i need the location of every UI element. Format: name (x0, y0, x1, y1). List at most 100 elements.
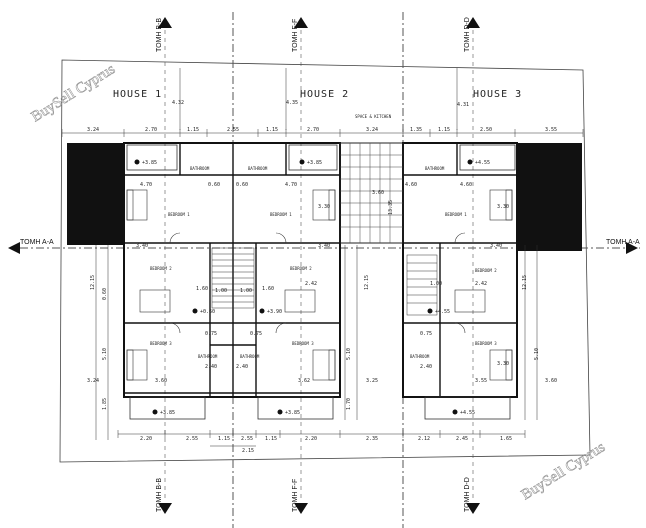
adjacent-block-right (518, 143, 582, 251)
dim-bot-0: 2.20 (140, 436, 152, 442)
dim-side-3-60: 3.60 (545, 378, 557, 384)
houses-1-2-outline (123, 142, 341, 398)
dim-bot-9: 1.65 (500, 436, 512, 442)
room-h2-bedroom-1: BEDROOM 1 (270, 212, 292, 217)
section-label-ff-bottom: TOMH F-F (292, 479, 299, 512)
level-h2-mid: +3.90 (267, 309, 282, 315)
dim-top-1: 2.70 (145, 127, 157, 133)
dim-top-4: 1.15 (266, 127, 278, 133)
dim-top-0: 3.24 (87, 127, 99, 133)
section-label-ff-top: TOMH F-F (292, 19, 299, 52)
top-dimension-ticks (61, 129, 584, 137)
dim-top-3: 2.55 (227, 127, 239, 133)
section-marker-ff-top (294, 17, 308, 28)
dim-mid-1-00a: 1.00 (215, 288, 227, 294)
dim-vert-5-10a: 5.10 (102, 348, 108, 360)
dim-mid-1-00b: 1.00 (240, 288, 252, 294)
dim-top-10: 3.55 (545, 127, 557, 133)
room-h2-bathroom-top: BATHROOM (248, 166, 268, 171)
dim-top-9: 2.50 (480, 127, 492, 133)
section-label-bb-top: TOMH B-B (156, 18, 163, 52)
dim-bot-5: 2.20 (305, 436, 317, 442)
room-h3-bathroom-top: BATHROOM (425, 166, 445, 171)
dim-bed3-3-62: 3.62 (298, 378, 310, 384)
dim-h3-3-30b: 3.30 (497, 361, 509, 367)
beds (126, 189, 513, 381)
doors (169, 232, 466, 334)
room-h3-bathroom: BATHROOM (410, 354, 430, 359)
h1-width: 4.32 (172, 100, 184, 106)
dim-bot-total: 2.15 (242, 448, 254, 454)
level-h3-bot: +4.55 (460, 410, 475, 416)
dim-vert-13-35: 13.35 (388, 200, 394, 215)
section-label-aa-right: TOMH A-A (606, 239, 640, 246)
dim-gap-a: 0.60 (208, 182, 220, 188)
level-h3-mid: +4.55 (435, 309, 450, 315)
room-h1-bathroom: BATHROOM (198, 354, 218, 359)
dim-bed1-w3: 4.60 (405, 182, 417, 188)
dim-vert-1-70: 1.70 (346, 398, 352, 410)
dim-bath-2-40c: 2.40 (420, 364, 432, 370)
stairs (211, 247, 438, 316)
dim-vert-12-15a: 12.15 (90, 275, 96, 290)
dim-top-2: 1.15 (187, 127, 199, 133)
room-h2-bedroom-2: BEDROOM 2 (290, 266, 312, 271)
dim-bed3-3-60: 3.60 (155, 378, 167, 384)
section-marker-aa-left (8, 242, 20, 254)
level-marks (134, 159, 473, 415)
room-h1-bedroom-3: BEDROOM 3 (150, 341, 172, 346)
side-dimension-lines (95, 245, 538, 440)
section-marker-dd-top (466, 17, 480, 28)
dim-h3-2-42: 2.42 (475, 281, 487, 287)
dim-bot-4: 1.15 (265, 436, 277, 442)
section-label-dd-top: TOMH D-D (464, 17, 471, 52)
house-1-title: HOUSE 1 (113, 89, 162, 100)
room-h3-bedroom-2: BEDROOM 2 (475, 268, 497, 273)
dim-h2-2-42: 2.42 (305, 281, 317, 287)
dim-bot-2: 1.15 (218, 436, 230, 442)
dim-vert-12-15b: 12.15 (364, 275, 370, 290)
dim-vert-5-10b: 5.10 (346, 348, 352, 360)
roof-note: SPACE & KITCHEN (355, 114, 392, 119)
balconies (126, 144, 516, 420)
room-h3-bedroom-1: BEDROOM 1 (445, 212, 467, 217)
dim-h1-3-40: 3.40 (136, 243, 148, 249)
dim-bot-8: 2.45 (456, 436, 468, 442)
dim-wc-0-75c: 0.75 (420, 331, 432, 337)
dim-gap-b: 0.60 (236, 182, 248, 188)
dim-bath-2-40b: 2.40 (236, 364, 248, 370)
dim-h3-3-60: 3.60 (372, 190, 384, 196)
room-h1-bedroom-2: BEDROOM 2 (150, 266, 172, 271)
room-h1-bedroom-1: BEDROOM 1 (168, 212, 190, 217)
dim-bot-1: 2.55 (186, 436, 198, 442)
section-marker-dd-bottom (466, 503, 480, 514)
dim-top-5: 2.70 (307, 127, 319, 133)
courtyard-grid (340, 143, 403, 243)
section-marker-bb-bottom (158, 503, 172, 514)
room-h2-bathroom: BATHROOM (240, 354, 260, 359)
dim-vert-5-10c: 5.10 (534, 348, 540, 360)
dim-bed3-3-55: 3.55 (475, 378, 487, 384)
dim-bath-2-40a: 2.40 (205, 364, 217, 370)
dim-top-7: 1.35 (410, 127, 422, 133)
dim-vert-1-85: 1.85 (102, 398, 108, 410)
site-boundary (59, 59, 591, 463)
house-3-title: HOUSE 3 (473, 89, 522, 100)
h3-width: 4.31 (457, 102, 469, 108)
room-h2-bedroom-3: BEDROOM 3 (292, 341, 314, 346)
internal-walls (124, 143, 517, 397)
section-marker-bb-top (158, 17, 172, 28)
dim-h2-3-30: 3.30 (318, 204, 330, 210)
section-label-dd-bottom: TOMH D-D (464, 477, 471, 512)
section-label-aa-left: TOMH A-A (20, 239, 54, 246)
h2-width: 4.35 (286, 100, 298, 106)
section-label-bb-bottom: TOMH B-B (156, 478, 163, 512)
dim-h2-3-40: 3.40 (318, 243, 330, 249)
dim-mid-1-00c: 1.00 (430, 281, 442, 287)
watermark-top-left: BuySell Cyprus (29, 61, 119, 125)
section-marker-ff-bottom (294, 503, 308, 514)
level-h2-top: +3.85 (307, 160, 322, 166)
dim-vert-0-60: 0.60 (102, 288, 108, 300)
